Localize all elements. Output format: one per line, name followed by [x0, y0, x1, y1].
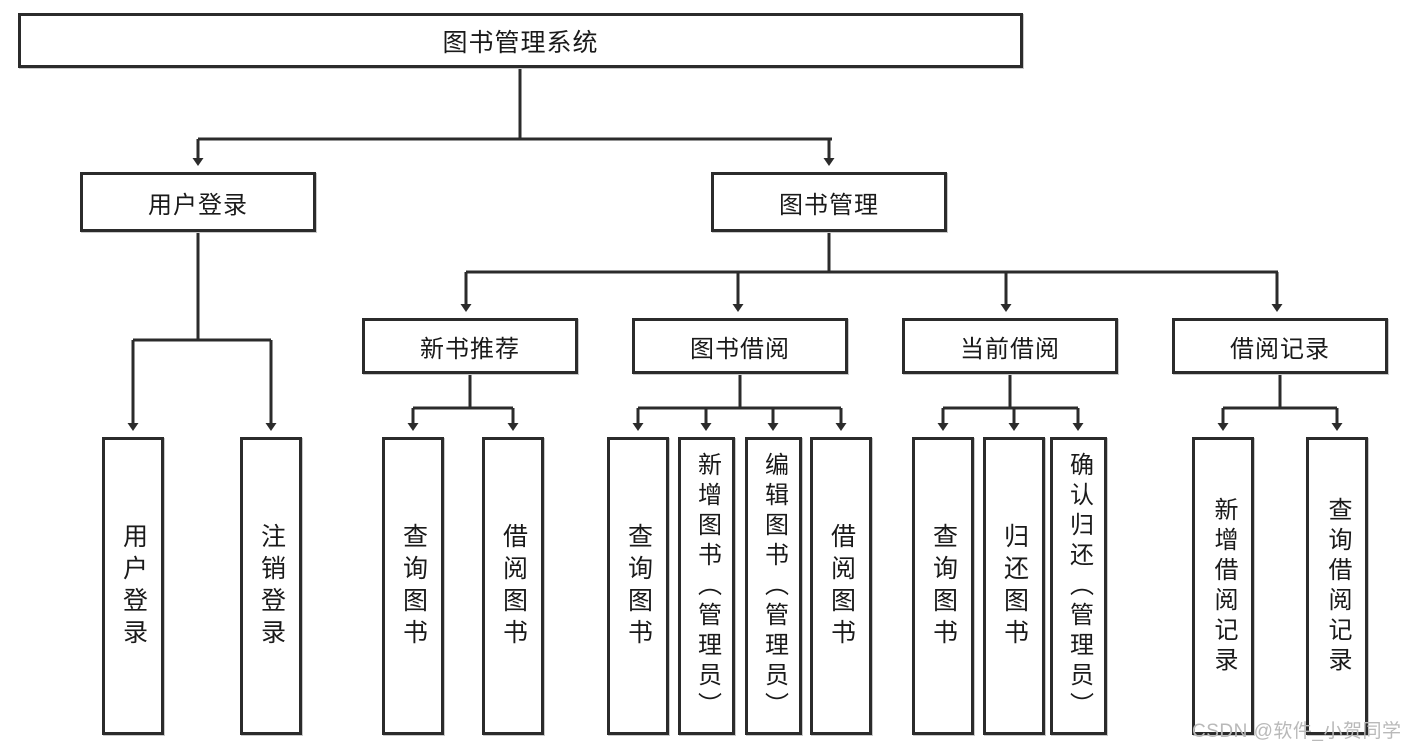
- node-leaf-borrow-book-rec[interactable]: 借阅图书: [482, 437, 544, 735]
- node-borrow-record[interactable]: 借阅记录: [1172, 318, 1388, 374]
- node-current-borrow[interactable]: 当前借阅: [902, 318, 1118, 374]
- node-leaf-return-book[interactable]: 归还图书: [983, 437, 1045, 735]
- node-label: 查询借阅记录: [1324, 497, 1351, 677]
- node-label: 编辑图书（管理员）: [760, 452, 788, 722]
- node-leaf-query-book-current[interactable]: 查询图书: [912, 437, 974, 735]
- node-user-login[interactable]: 用户登录: [80, 172, 316, 232]
- node-label: 借阅图书: [827, 523, 856, 651]
- node-leaf-query-book-rec[interactable]: 查询图书: [382, 437, 444, 735]
- node-label: 新增借阅记录: [1210, 497, 1237, 677]
- node-label: 新增图书（管理员）: [693, 452, 721, 722]
- node-leaf-borrow-book[interactable]: 借阅图书: [810, 437, 872, 735]
- node-label: 新书推荐: [420, 335, 520, 363]
- node-leaf-add-book-admin[interactable]: 新增图书（管理员）: [678, 437, 735, 735]
- node-label: 用户登录: [119, 523, 148, 651]
- node-leaf-add-borrow-record[interactable]: 新增借阅记录: [1192, 437, 1254, 735]
- node-label: 图书借阅: [690, 335, 790, 363]
- node-label: 借阅记录: [1230, 335, 1330, 363]
- node-new-book-recommendation[interactable]: 新书推荐: [362, 318, 578, 374]
- node-label: 注销登录: [257, 523, 286, 651]
- node-label: 借阅图书: [499, 523, 528, 651]
- node-label: 用户登录: [148, 191, 248, 219]
- node-label: 查询图书: [624, 523, 653, 651]
- csdn-watermark: CSDN @软件_小贺同学: [1192, 721, 1402, 742]
- node-label: 查询图书: [399, 523, 428, 651]
- node-leaf-user-login[interactable]: 用户登录: [102, 437, 164, 735]
- node-leaf-logout-login[interactable]: 注销登录: [240, 437, 302, 735]
- node-label: 查询图书: [929, 523, 958, 651]
- node-book-management[interactable]: 图书管理: [711, 172, 947, 232]
- node-leaf-query-borrow-record[interactable]: 查询借阅记录: [1306, 437, 1368, 735]
- node-book-borrow[interactable]: 图书借阅: [632, 318, 848, 374]
- node-label: 归还图书: [1000, 523, 1029, 651]
- node-label: 图书管理: [779, 191, 879, 219]
- node-leaf-query-book-borrow[interactable]: 查询图书: [607, 437, 669, 735]
- root-node-label: 图书管理系统: [442, 28, 599, 57]
- node-label: 当前借阅: [960, 335, 1060, 363]
- node-leaf-edit-book-admin[interactable]: 编辑图书（管理员）: [745, 437, 802, 735]
- root-node-book-management-system[interactable]: 图书管理系统: [18, 13, 1023, 68]
- node-leaf-confirm-return-admin[interactable]: 确认归还（管理员）: [1050, 437, 1107, 735]
- node-label: 确认归还（管理员）: [1065, 452, 1093, 722]
